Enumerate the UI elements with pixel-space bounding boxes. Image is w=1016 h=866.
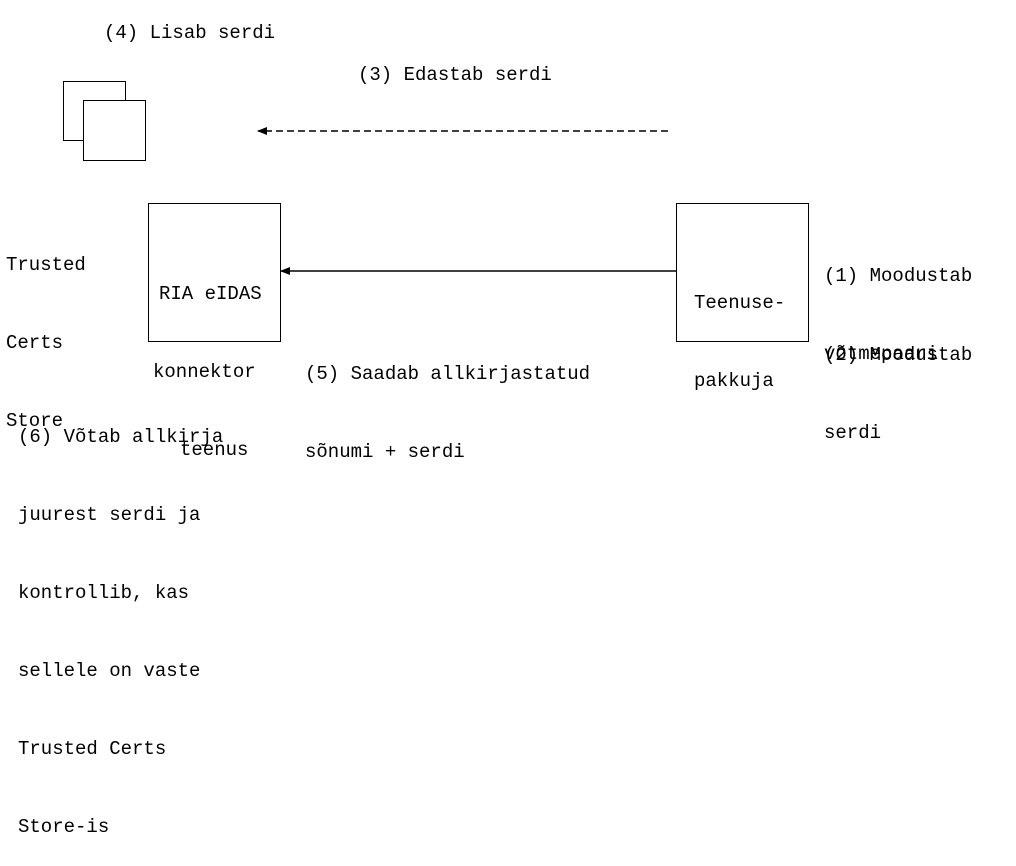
ria-eidas-connector-node [148,203,281,342]
step5-label: (5) Saadab allkirjastatud sõnumi + serdi [305,309,590,491]
step1-line: (1) Moodustab [824,265,973,287]
trusted-store-line: Certs [6,332,64,354]
ria-node-line: konnektor [153,361,256,383]
provider-node-line: pakkuja [694,370,774,392]
step6-label: (6) Võtab allkirja juurest serdi ja kont… [18,372,223,866]
trusted-certs-store-label: Trusted Certs Store [6,200,86,460]
step5-line: sõnumi + serdi [305,441,465,463]
provider-node-label: Teenuse- pakkuja [694,238,785,420]
certificate-front-icon [83,100,146,161]
step6-line: kontrollib, kas [18,582,190,604]
step6-line: sellele on vaste [18,660,201,682]
step5-line: (5) Saadab allkirjastatud [305,363,591,385]
step6-line: Store-is [18,816,110,838]
step6-line: juurest serdi ja [18,504,201,526]
step1-line: võtmepaari [824,343,939,365]
step4-label: (4) Lisab serdi [104,22,276,44]
step3-label: (3) Edastab serdi [358,64,552,86]
step6-line: (6) Võtab allkirja [18,426,224,448]
step2-label: (2) Moodustab serdi [824,290,972,472]
step6-line: Trusted Certs [18,738,167,760]
step1-label: (1) Moodustab võtmepaari [824,211,972,393]
ria-node-label: RIA eIDAS konnektor teenus [153,229,283,489]
provider-node-line: Teenuse- [694,292,786,314]
service-provider-node [676,203,809,342]
step2-line: (2) Moodustab [824,344,973,366]
trusted-store-line: Trusted [6,254,86,276]
ria-node-line: RIA eIDAS [159,283,262,305]
step2-line: serdi [824,422,882,444]
trusted-store-line: Store [6,410,64,432]
ria-node-line: teenus [180,439,249,461]
